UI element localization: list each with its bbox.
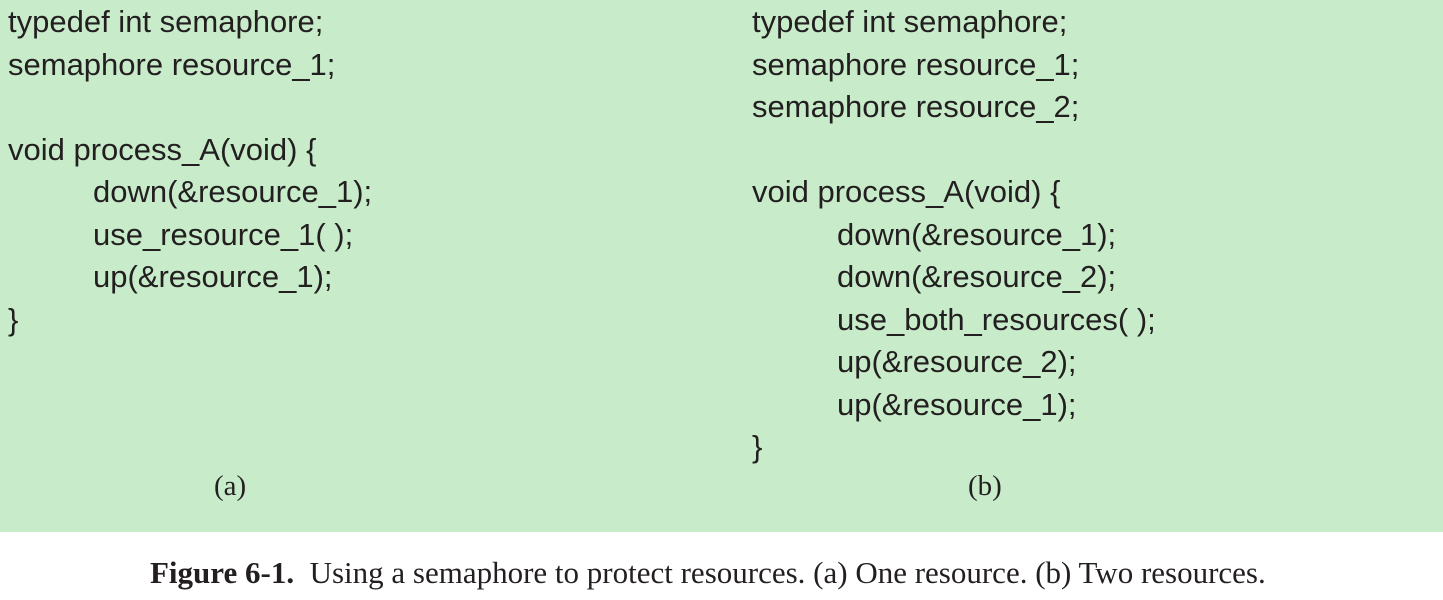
code-line: void process_A(void) { — [8, 131, 317, 167]
code-line: void process_A(void) { — [752, 174, 1061, 209]
figure-caption: Figure 6-1. Using a semaphore to protect… — [150, 555, 1266, 591]
code-line — [8, 86, 372, 129]
code-line: use_resource_1( ); — [93, 216, 354, 252]
code-line: up(&resource_2); — [837, 344, 1077, 379]
code-line: down(&resource_2); — [837, 259, 1117, 294]
code-line: down(&resource_1); — [837, 216, 1117, 252]
code-line: semaphore resource_1; — [752, 46, 1080, 82]
subfigure-label-a: (a) — [214, 470, 247, 502]
code-line: up(&resource_1); — [837, 386, 1077, 422]
code-line: use_both_resources( ); — [837, 301, 1156, 337]
code-panel-background — [0, 0, 1443, 532]
code-line — [752, 129, 1156, 172]
code-line: typedef int semaphore; — [8, 4, 324, 39]
code-line: semaphore resource_2; — [752, 89, 1080, 124]
caption-text: Using a semaphore to protect resources. … — [309, 555, 1266, 590]
code-line: typedef int semaphore; — [752, 4, 1068, 39]
subfigure-label-b: (b) — [968, 470, 1002, 502]
code-line: semaphore resource_1; — [8, 46, 336, 82]
figure-number: Figure 6-1. — [150, 555, 295, 590]
code-listing-a: typedef int semaphore; semaphore resource… — [8, 1, 372, 341]
code-line: } — [752, 429, 763, 464]
code-listing-b: typedef int semaphore; semaphore resource… — [752, 1, 1156, 469]
code-line: up(&resource_1); — [93, 259, 333, 294]
code-line: down(&resource_1); — [93, 174, 373, 209]
code-line: } — [8, 301, 19, 337]
